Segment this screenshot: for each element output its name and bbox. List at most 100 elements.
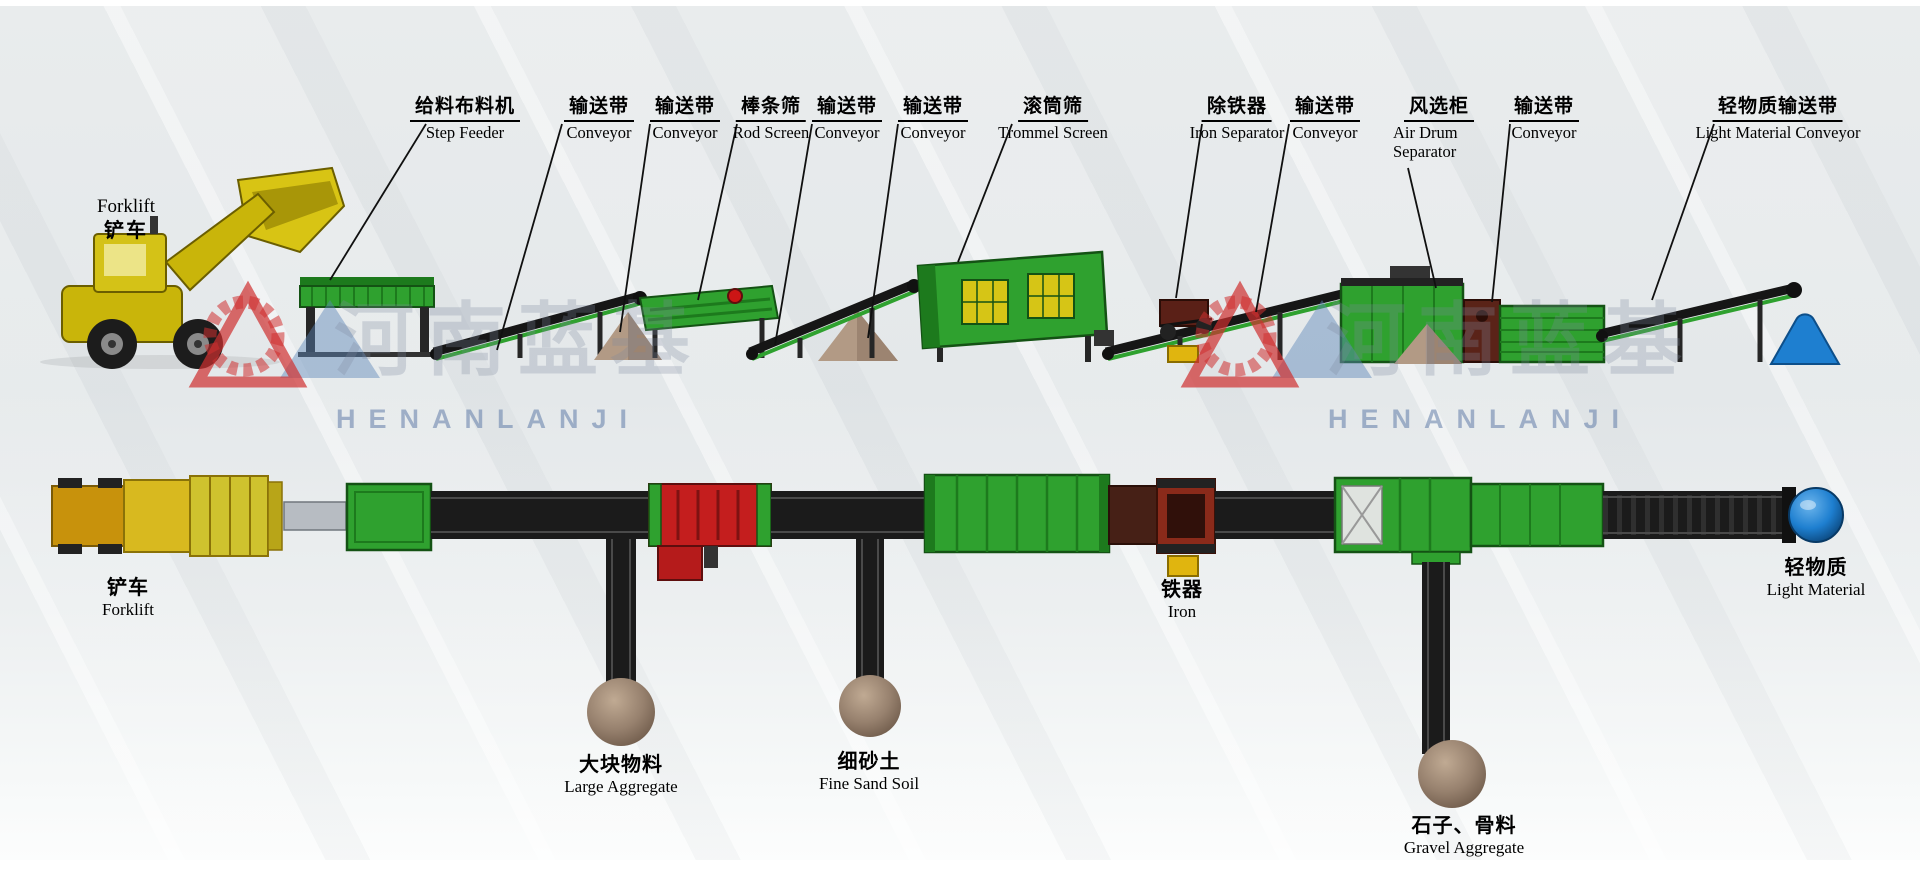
air-drum-separator-side: [1339, 266, 1465, 364]
label-gravel-aggregate: 石子、骨料 Gravel Aggregate: [1404, 814, 1524, 858]
light-material-cone: [1769, 313, 1841, 365]
label-zh: 输送带: [1508, 96, 1580, 122]
label-zh: 输送带: [563, 96, 635, 122]
light-material-ball: [1788, 487, 1844, 543]
label-zh: 除铁器: [1201, 96, 1272, 122]
label-en: Forklift: [96, 196, 156, 217]
label-zh: 铲车: [106, 577, 149, 599]
label-rod-screen: 棒条筛 Rod Screen: [733, 96, 810, 143]
label-en: Conveyor: [1511, 122, 1577, 142]
iron-output-side: [1167, 345, 1199, 363]
label-en: Conveyor: [900, 122, 966, 142]
main-belt-2-plan: [771, 491, 925, 539]
label-conveyor-4: 输送带 Conveyor: [897, 96, 969, 143]
label-conveyor-5: 输送带 Conveyor: [1289, 96, 1361, 143]
label-step-feeder: 给料布料机 Step Feeder: [409, 96, 521, 143]
main-belt-3-plan: [1215, 491, 1335, 539]
background: [0, 6, 1920, 860]
secondary-separator-side: [1463, 299, 1606, 364]
label-zh: 铲车: [104, 219, 148, 242]
label-en: Step Feeder: [425, 122, 505, 142]
watermark-red-triangle: [188, 280, 308, 388]
label-en: Trommel Screen: [998, 122, 1108, 142]
label-fine-sand-soil: 细砂土 Fine Sand Soil: [819, 750, 919, 794]
label-zh: 轻物质: [1784, 557, 1848, 579]
label-en: Large Aggregate: [564, 777, 678, 796]
label-en: Conveyor: [814, 122, 880, 142]
label-en: Rod Screen: [732, 122, 810, 142]
fine-sand-pile: [839, 675, 901, 737]
label-conveyor-2: 输送带 Conveyor: [649, 96, 721, 143]
label-zh: 滚筒筛: [1017, 96, 1088, 122]
label-zh: 轻物质输送带: [1712, 96, 1843, 122]
step-feeder: [298, 277, 438, 357]
label-zh: 细砂土: [837, 751, 901, 773]
label-en: Light Material Conveyor: [1695, 122, 1861, 142]
rod-screen-plan: [648, 483, 772, 581]
gravel-pile: [1418, 740, 1486, 808]
leader-lines: [329, 123, 1715, 351]
watermark-blue-triangle: [1272, 300, 1372, 378]
gravel-branch: [1411, 551, 1486, 808]
label-conveyor-3: 输送带 Conveyor: [811, 96, 883, 143]
label-zh: 输送带: [1289, 96, 1361, 122]
label-forklift-plan: 铲车 Forklift: [102, 576, 154, 620]
label-en: Conveyor: [566, 122, 632, 142]
main-belt-1-plan: [431, 491, 651, 539]
label-iron-separator: 除铁器 Iron Separator: [1190, 96, 1285, 143]
light-material-conveyor-side: [1596, 282, 1802, 362]
trommel-discharge-plan: [1108, 485, 1158, 545]
light-belt-plan: [1603, 487, 1844, 543]
label-trommel-screen: 滚筒筛 Trommel Screen: [998, 96, 1108, 143]
rod-screen-side: [638, 284, 780, 358]
label-air-drum-separator: 风选柜 Air Drum Separator: [1393, 96, 1485, 162]
trommel-plan: [923, 473, 1111, 554]
large-aggregate-pile: [587, 678, 655, 746]
label-light-material-conveyor: 轻物质输送带 Light Material Conveyor: [1696, 96, 1861, 143]
label-zh: 输送带: [811, 96, 883, 122]
label-large-aggregate: 大块物料 Large Aggregate: [564, 753, 677, 797]
label-en: Forklift: [102, 600, 154, 619]
label-en: Conveyor: [652, 122, 718, 142]
label-en: Gravel Aggregate: [1403, 838, 1525, 857]
plan-view: [51, 473, 1844, 808]
label-en: Light Material: [1766, 580, 1866, 599]
label-iron: 铁器 Iron: [1161, 578, 1203, 622]
label-zh: 石子、骨料: [1411, 815, 1517, 837]
label-zh: 棒条筛: [735, 96, 806, 122]
label-zh: 输送带: [649, 96, 721, 122]
label-en: Conveyor: [1292, 122, 1358, 142]
watermark-zh: 河南蓝基: [1326, 298, 1694, 386]
trommel-screen-side: [916, 250, 1114, 362]
watermark-latin: HENANLANJI: [336, 404, 640, 434]
label-en: Air Drum Separator: [1393, 122, 1458, 161]
fine-sand-branch: [839, 539, 901, 737]
secondary-separator-plan: [1469, 482, 1605, 548]
watermark-left: 河南蓝基 HENANLANJI: [188, 280, 702, 434]
label-en: Iron: [1167, 602, 1197, 621]
pile-3: [1394, 324, 1462, 364]
conveyor-2-side: [746, 279, 921, 361]
watermark-right: 河南蓝基 HENANLANJI: [1180, 280, 1694, 434]
large-aggregate-branch: [587, 539, 655, 746]
watermark-zh: 河南蓝基: [334, 298, 702, 386]
label-zh: 大块物料: [578, 754, 663, 776]
label-en: Iron Separator: [1189, 122, 1285, 142]
watermark-red-triangle: [1180, 280, 1300, 388]
label-zh: 给料布料机: [409, 96, 521, 122]
label-conveyor-6: 输送带 Conveyor: [1508, 96, 1580, 143]
watermark-latin: HENANLANJI: [1328, 404, 1632, 434]
side-view: [40, 166, 1841, 369]
label-forklift-side: Forklift 铲车: [76, 196, 176, 243]
label-zh: 铁器: [1161, 579, 1203, 601]
label-zh: 输送带: [897, 96, 969, 122]
label-zh: 风选柜: [1403, 96, 1474, 122]
forklift-plan: [51, 475, 283, 557]
air-separator-plan: [1333, 476, 1473, 554]
pile-2: [818, 310, 898, 361]
step-feeder-plan: [345, 482, 433, 552]
watermark-blue-triangle: [280, 300, 380, 378]
label-light-material: 轻物质 Light Material: [1767, 556, 1866, 600]
